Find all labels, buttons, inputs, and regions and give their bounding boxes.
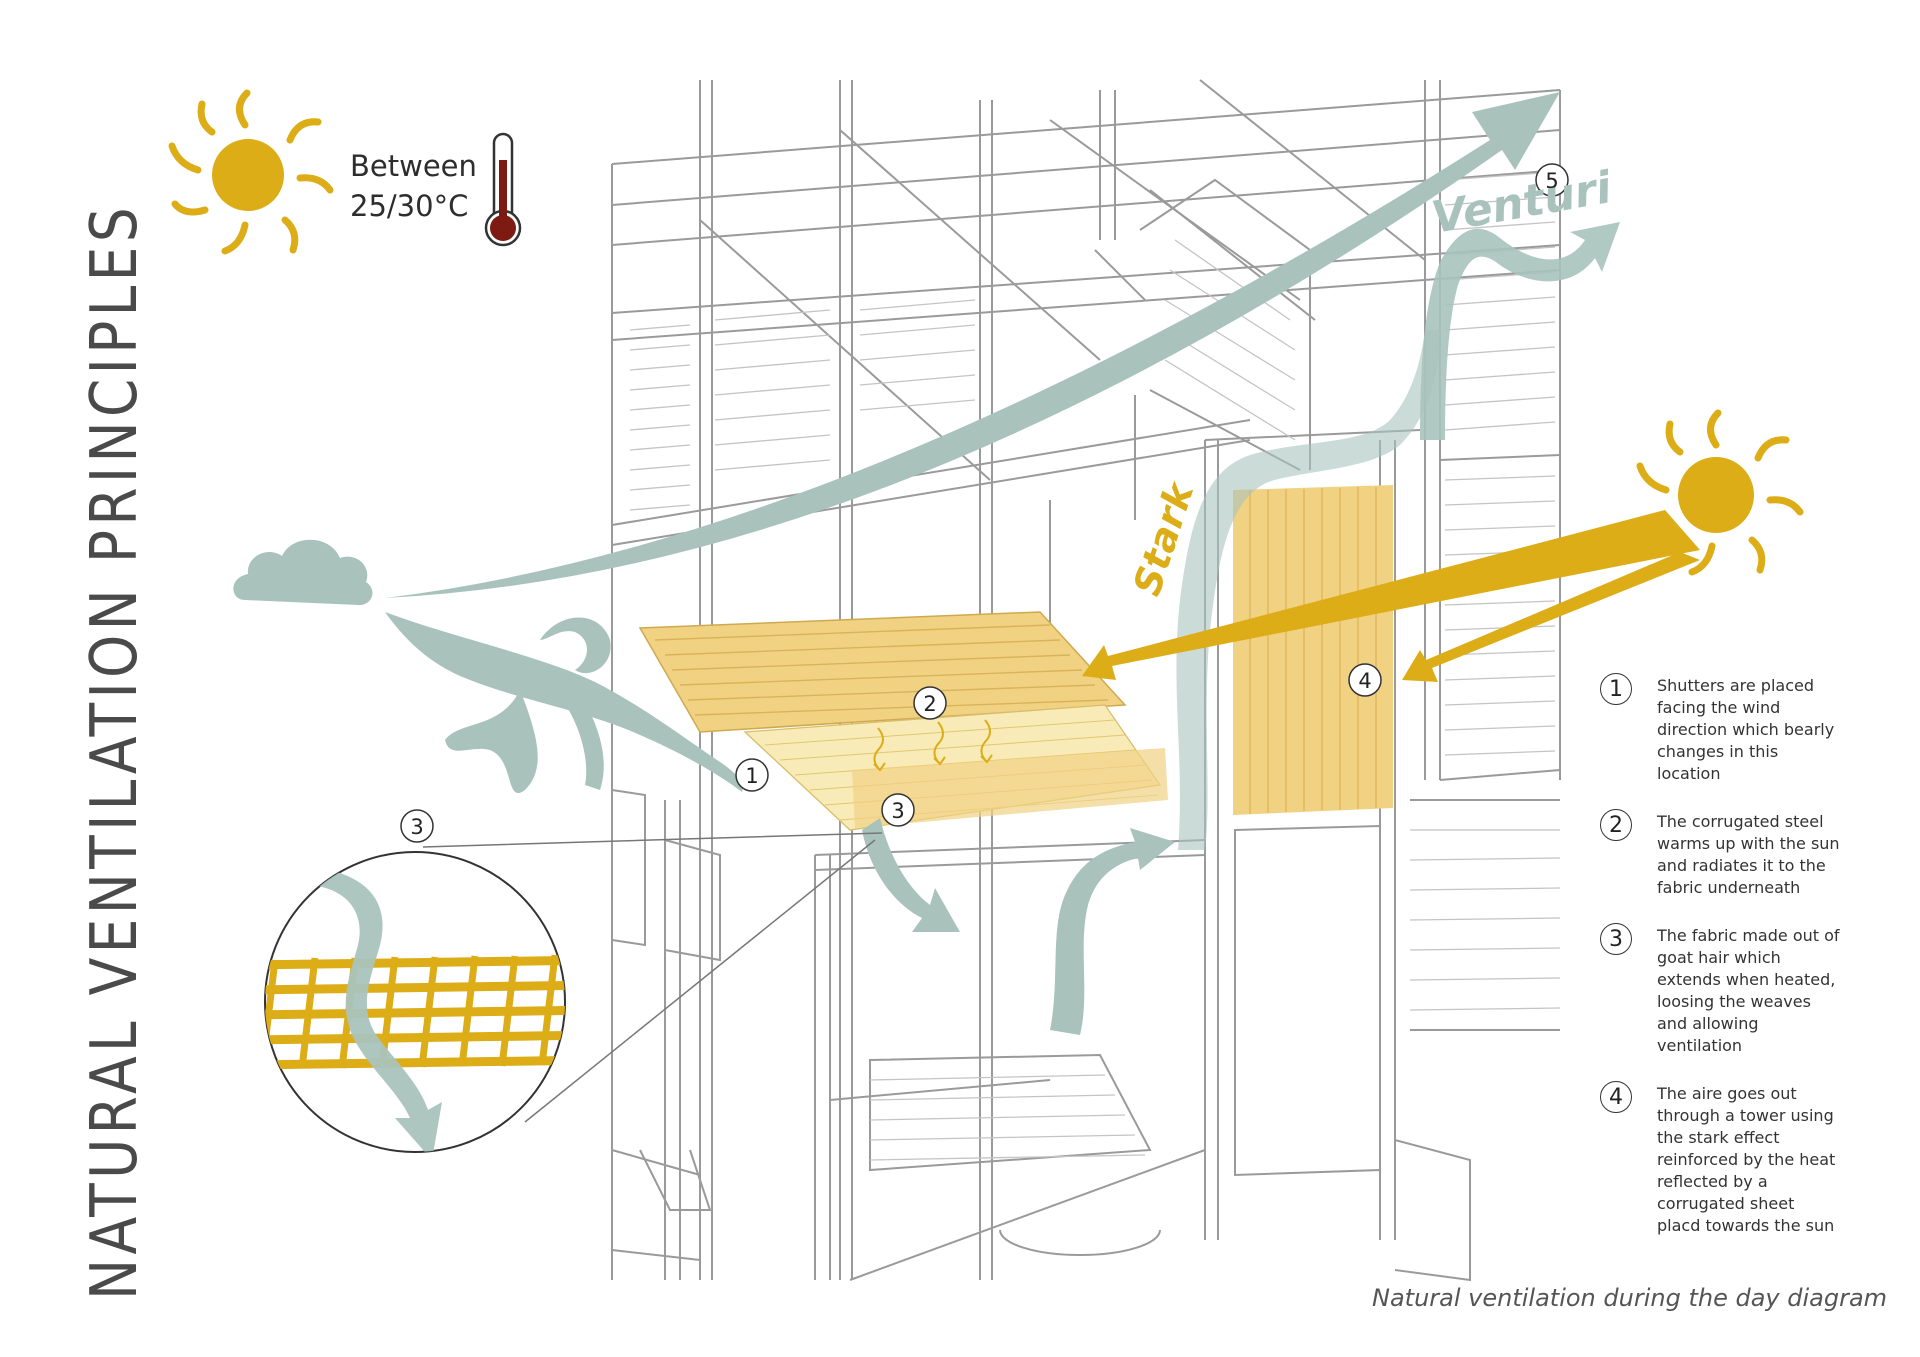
svg-text:4: 4 <box>1358 669 1371 693</box>
rising-flow <box>1050 828 1175 1035</box>
zoom-air-flow <box>312 870 442 1152</box>
legend-number: 3 <box>1600 923 1632 955</box>
marker-5: 5 <box>1535 163 1569 197</box>
temperature-label: Between 25/30°C <box>350 146 477 226</box>
svg-text:2: 2 <box>923 692 936 716</box>
svg-text:5: 5 <box>1545 169 1558 193</box>
sun-icon <box>168 89 334 255</box>
sun-ray-to-roof <box>1082 510 1700 680</box>
legend-text: The corrugated steel warms up with the s… <box>1657 812 1840 897</box>
legend-text: The aire goes out through a tower using … <box>1657 1084 1836 1235</box>
legend-number: 4 <box>1600 1081 1632 1113</box>
legend-number: 1 <box>1600 673 1632 705</box>
fabric-layer <box>743 704 1168 831</box>
svg-text:3: 3 <box>891 799 904 823</box>
legend-number: 2 <box>1600 809 1632 841</box>
thermometer-icon <box>484 132 522 247</box>
wind-flows <box>385 92 1620 1035</box>
legend-text: The fabric made out of goat hair which e… <box>1657 926 1840 1055</box>
legend: 1 Shutters are placed facing the wind di… <box>1600 673 1900 1263</box>
marker-4: 4 <box>1348 663 1382 697</box>
diagram-markers: 1 2 3 3 4 5 <box>400 163 1569 843</box>
legend-text: Shutters are placed facing the wind dire… <box>1657 676 1835 783</box>
siding-hatch <box>629 171 1561 1161</box>
legend-item-4: 4 The aire goes out through a tower usin… <box>1600 1081 1900 1237</box>
legend-item-2: 2 The corrugated steel warms up with the… <box>1600 809 1900 899</box>
sun-rays <box>1082 510 1700 682</box>
legend-item-3: 3 The fabric made out of goat hair which… <box>1600 923 1900 1057</box>
cloud-icon <box>233 539 373 606</box>
heat-radiation-arrows <box>873 719 993 772</box>
zoom-callout <box>264 832 883 1153</box>
svg-text:1: 1 <box>745 764 758 788</box>
sun-icon-right <box>1636 409 1804 576</box>
venturi-flow <box>1420 222 1620 440</box>
temperature-line-2: 25/30°C <box>350 189 469 223</box>
downward-flow <box>862 818 960 932</box>
marker-2: 2 <box>913 686 947 720</box>
temperature-line-1: Between <box>350 149 477 183</box>
svg-text:3: 3 <box>410 815 423 839</box>
marker-3-zoom: 3 <box>400 809 434 843</box>
tower-reflector <box>1233 485 1393 815</box>
legend-item-1: 1 Shutters are placed facing the wind di… <box>1600 673 1900 785</box>
sun-ray-to-tower <box>1402 552 1700 682</box>
corrugated-roof <box>638 611 1127 733</box>
shutter-inflow <box>385 612 743 792</box>
diagram-caption: Natural ventilation during the day diagr… <box>1372 1284 1888 1312</box>
marker-1: 1 <box>735 758 769 792</box>
page-title: NATURAL VENTILATION PRINCIPLES <box>78 203 152 1301</box>
marker-3: 3 <box>881 793 915 827</box>
stark-flow <box>1176 330 1440 850</box>
